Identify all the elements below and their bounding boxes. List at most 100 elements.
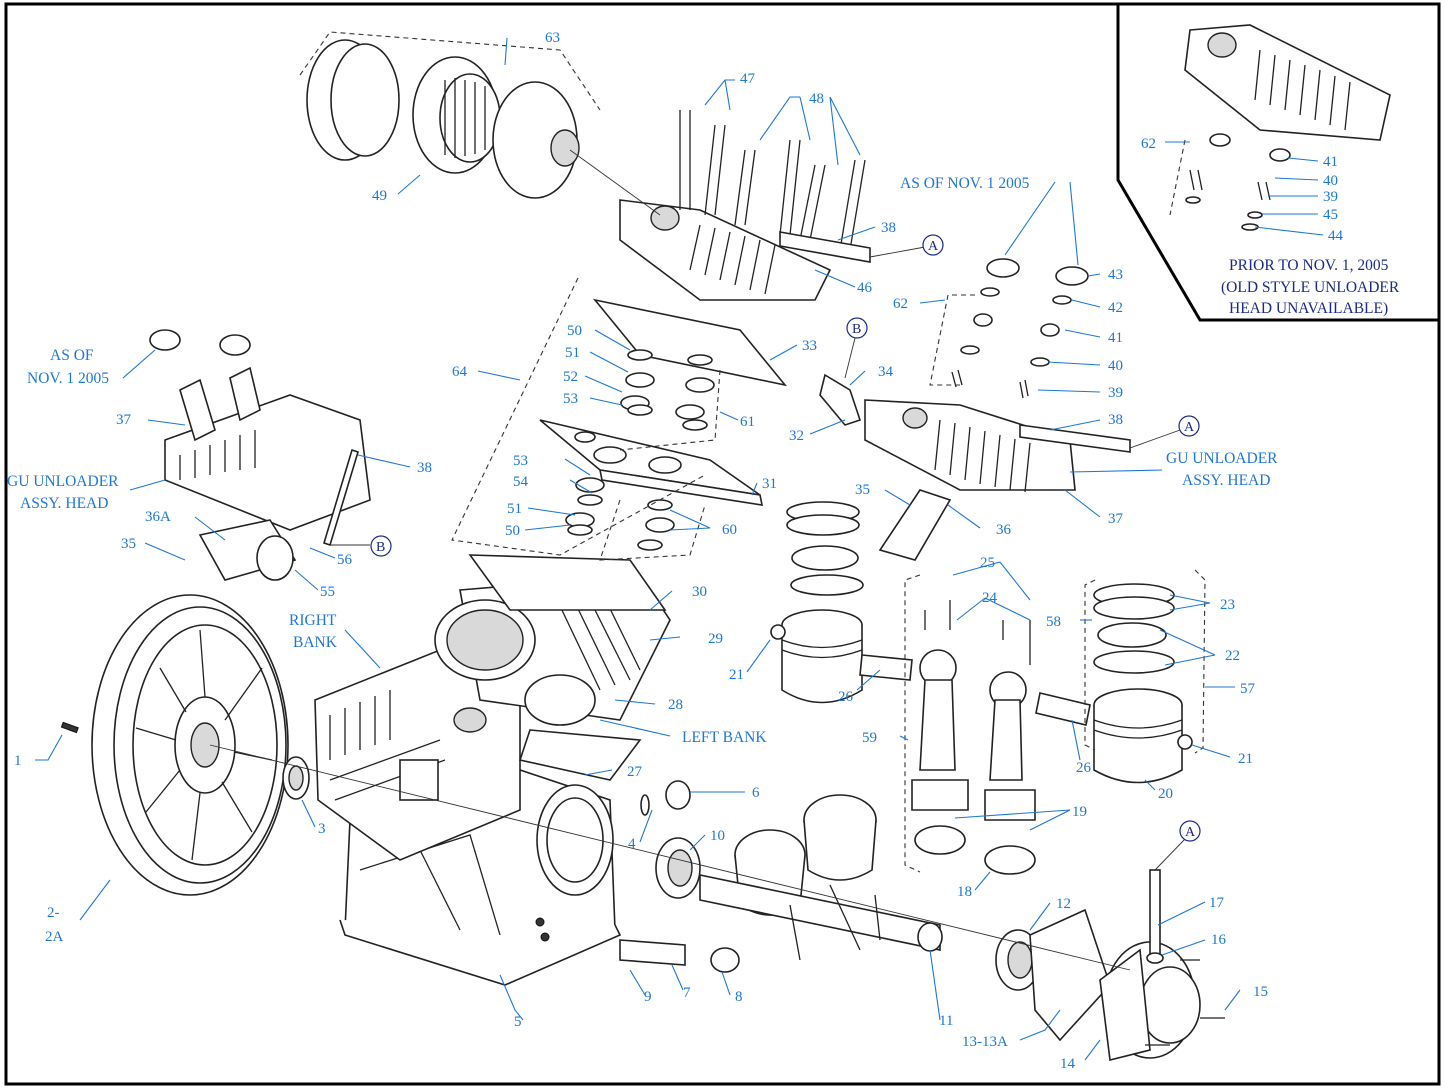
callout-27: 27: [627, 764, 643, 780]
callout-41-inset: 41: [1323, 154, 1338, 170]
callout-36: 36: [996, 522, 1012, 538]
callout-26-left: 26: [838, 689, 854, 705]
piston-right: [1093, 688, 1193, 784]
group-64-bracket: [451, 277, 706, 556]
note-gu-left-2: ASSY. HEAD: [20, 495, 108, 512]
svg-text:A: A: [1185, 825, 1196, 840]
air-line-a-bottom: [1154, 837, 1187, 871]
callout-12: 12: [1056, 896, 1071, 912]
callout-4: 4: [628, 836, 636, 852]
note-right-bank-2: BANK: [293, 634, 338, 651]
callout-38-left: 38: [417, 460, 432, 476]
callout-7: 7: [683, 985, 691, 1001]
note-as-of-left-date: NOV. 1 2005: [27, 370, 109, 387]
callout-39: 39: [1108, 385, 1123, 401]
callout-35-left: 35: [121, 536, 136, 552]
svg-text:A: A: [928, 239, 939, 254]
leader-lines: [35, 37, 1324, 1061]
left-unloader-head: [149, 329, 371, 581]
air-line-b-right: [844, 337, 856, 379]
crank-axis: [209, 744, 1131, 971]
note-right-bank-1: RIGHT: [289, 612, 337, 629]
cylinder-left-bank: [434, 574, 671, 726]
callout-30: 30: [692, 584, 707, 600]
valve-parts-upper: [620, 349, 715, 431]
connector-a-top: A: [922, 234, 944, 256]
callout-2: 2-: [47, 905, 60, 921]
bearing-carrier: [1099, 869, 1201, 1061]
note-gu-right-1: GU UNLOADER: [1166, 450, 1278, 467]
callout-32: 32: [789, 428, 804, 444]
note-prior-3: HEAD UNAVAILABLE): [1229, 300, 1388, 317]
callout-61: 61: [740, 414, 755, 430]
callout-54: 54: [513, 474, 529, 490]
callout-8: 8: [735, 989, 743, 1005]
bearing-carrier-gasket: [1029, 908, 1111, 1042]
callout-37-right: 37: [1108, 511, 1124, 527]
note-as-of-right: AS OF NOV. 1 2005: [900, 175, 1030, 192]
callout-22: 22: [1225, 648, 1240, 664]
connector-b-right: B: [846, 317, 868, 339]
callout-39-inset: 39: [1323, 189, 1338, 205]
callout-31: 31: [762, 476, 777, 492]
callout-56: 56: [337, 552, 353, 568]
callout-41: 41: [1108, 330, 1123, 346]
connecting-rod-left: [911, 600, 969, 855]
callout-36a: 36A: [145, 509, 171, 525]
callout-45: 45: [1323, 207, 1338, 223]
callout-11: 11: [939, 1013, 953, 1029]
group-57-58-bracket: [1084, 569, 1206, 754]
callout-35-right: 35: [855, 482, 870, 498]
callout-40: 40: [1108, 358, 1123, 374]
callout-43: 43: [1108, 267, 1123, 283]
callout-9: 9: [644, 989, 652, 1005]
callout-58: 58: [1046, 614, 1061, 630]
callout-50-bottom: 50: [505, 523, 520, 539]
callout-64: 64: [452, 364, 468, 380]
breather-assembly: [640, 780, 691, 816]
callout-2a: 2A: [45, 929, 64, 945]
callout-26-right: 26: [1076, 760, 1092, 776]
callout-21-left: 21: [729, 667, 744, 683]
connector-b-left: B: [370, 535, 392, 557]
callout-51-top: 51: [565, 345, 580, 361]
callout-18: 18: [957, 884, 972, 900]
svg-text:A: A: [1184, 420, 1195, 435]
callout-37-left: 37: [116, 412, 132, 428]
piston-left: [770, 609, 863, 704]
callout-59: 59: [862, 730, 877, 746]
svg-text:B: B: [852, 322, 861, 337]
callout-55: 55: [320, 584, 335, 600]
carrier-bolts: [1145, 959, 1225, 1046]
callout-17: 17: [1209, 895, 1225, 911]
wrist-pin-right: [1035, 692, 1091, 726]
callout-38-right: 38: [1108, 412, 1123, 428]
note-prior-2: (OLD STYLE UNLOADER: [1221, 279, 1400, 296]
callout-47: 47: [740, 71, 756, 87]
svg-text:B: B: [376, 540, 385, 555]
air-line-a-right: [1129, 429, 1181, 449]
air-line-a-top: [869, 246, 926, 258]
valve-parts-lower: [565, 477, 675, 551]
callout-44: 44: [1328, 228, 1344, 244]
top-head: [619, 110, 871, 301]
callout-53-bottom: 53: [513, 453, 528, 469]
callout-33: 33: [802, 338, 817, 354]
filter-axis: [569, 149, 661, 216]
callout-19: 19: [1072, 804, 1087, 820]
group-63-bracket: [299, 31, 601, 111]
callout-42: 42: [1108, 300, 1123, 316]
callout-46: 46: [857, 280, 873, 296]
callout-24: 24: [982, 590, 998, 606]
note-prior-1: PRIOR TO NOV. 1, 2005: [1229, 257, 1389, 274]
group-62-bracket: [929, 294, 975, 386]
callout-21-right: 21: [1238, 751, 1253, 767]
connecting-rod-right: [984, 620, 1036, 875]
base-gasket: [518, 729, 642, 781]
callout-29: 29: [708, 631, 723, 647]
callout-3: 3: [318, 821, 326, 837]
callout-53-top: 53: [563, 391, 578, 407]
callout-63: 63: [545, 30, 560, 46]
callout-34: 34: [878, 364, 894, 380]
